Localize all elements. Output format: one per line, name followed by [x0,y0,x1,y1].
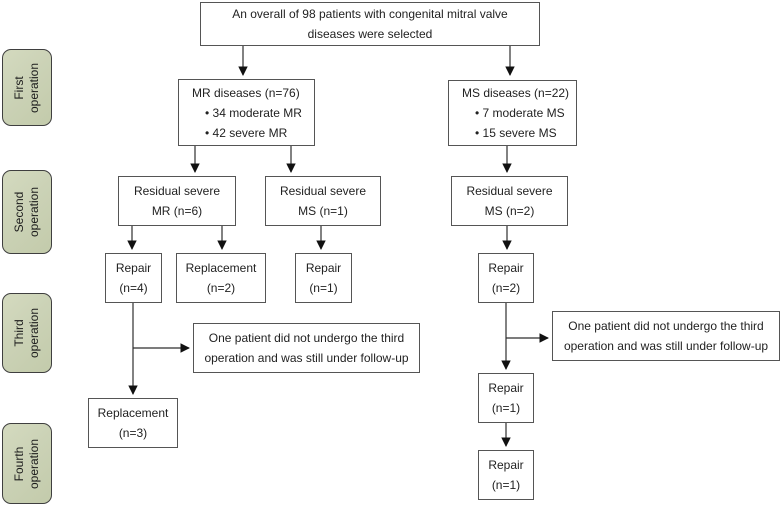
node-ms-bullet-moderate: • 7 moderate MS [475,106,565,120]
stage-label-fourth-operation: Fourth operation [2,423,52,504]
node-residual-severe-ms-n2: Residual severe MS (n=2) [451,176,568,226]
node-followup-note-right: One patient did not undergo the third op… [552,311,780,361]
node-mr-diseases: MR diseases (n=76) • 34 moderate MR • 42… [178,79,315,146]
stage-label-third-operation: Third operation [2,293,52,373]
node-repair-n2: Repair (n=2) [478,253,534,303]
node-mr-bullet-severe: • 42 severe MR [205,125,288,140]
node-repair-n4: Repair (n=4) [105,253,162,303]
node-replacement-n2: Replacement (n=2) [176,253,266,303]
stage-label-second-operation: Second operation [2,170,52,254]
node-mr-title: MR diseases (n=76) [192,85,300,100]
node-ms-title: MS diseases (n=22) [462,86,570,100]
stage-label-text: Fourth operation [12,438,42,489]
node-mr-bullet-moderate: • 34 moderate MR [205,105,302,120]
node-ms-diseases: MS diseases (n=22) • 7 moderate MS • 15 … [448,80,577,146]
node-repair-n1-right-fourth: Repair (n=1) [478,450,534,500]
node-ms-bullet-severe: • 15 severe MS [475,126,557,140]
node-replacement-n3: Replacement (n=3) [88,398,178,448]
node-repair-n1-right-third: Repair (n=1) [478,373,534,423]
node-residual-severe-mr-n6: Residual severe MR (n=6) [118,176,236,226]
stage-label-first-operation: First operation [2,49,52,126]
stage-label-text: Second operation [12,186,42,238]
node-residual-severe-ms-n1: Residual severe MS (n=1) [265,176,381,226]
node-overall-patients: An overall of 98 patients with congenita… [200,2,540,46]
stage-label-text: First operation [12,62,42,113]
node-repair-n1-middle: Repair (n=1) [295,253,352,303]
stage-label-text: Third operation [12,307,42,359]
node-followup-note-left: One patient did not undergo the third op… [193,323,420,373]
